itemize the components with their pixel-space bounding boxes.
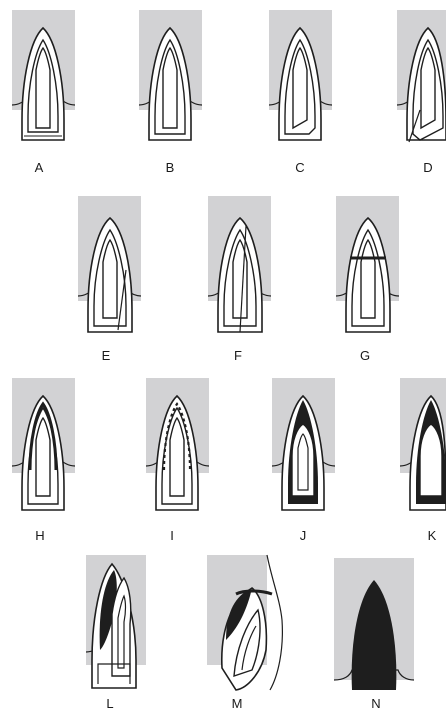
panel-n	[334, 558, 414, 690]
label-n: N	[361, 696, 391, 711]
label-e: E	[91, 348, 121, 363]
panel-h	[12, 378, 75, 510]
label-j: J	[288, 528, 318, 543]
panel-j	[272, 378, 335, 510]
panel-c	[269, 10, 332, 140]
panel-i	[146, 378, 209, 510]
panel-l	[86, 555, 146, 688]
panel-f	[208, 196, 271, 332]
label-l: L	[95, 696, 125, 711]
panel-k	[400, 378, 446, 510]
label-k: K	[417, 528, 446, 543]
panel-m	[207, 555, 282, 690]
label-h: H	[25, 528, 55, 543]
panel-g	[336, 196, 399, 332]
panel-e	[78, 196, 141, 332]
label-c: C	[285, 160, 315, 175]
label-m: M	[222, 696, 252, 711]
label-b: B	[155, 160, 185, 175]
label-g: G	[350, 348, 380, 363]
panel-d	[397, 10, 446, 142]
label-a: A	[24, 160, 54, 175]
label-d: D	[413, 160, 443, 175]
label-i: I	[157, 528, 187, 543]
panel-b	[139, 10, 202, 140]
panel-a	[12, 10, 75, 140]
label-f: F	[223, 348, 253, 363]
